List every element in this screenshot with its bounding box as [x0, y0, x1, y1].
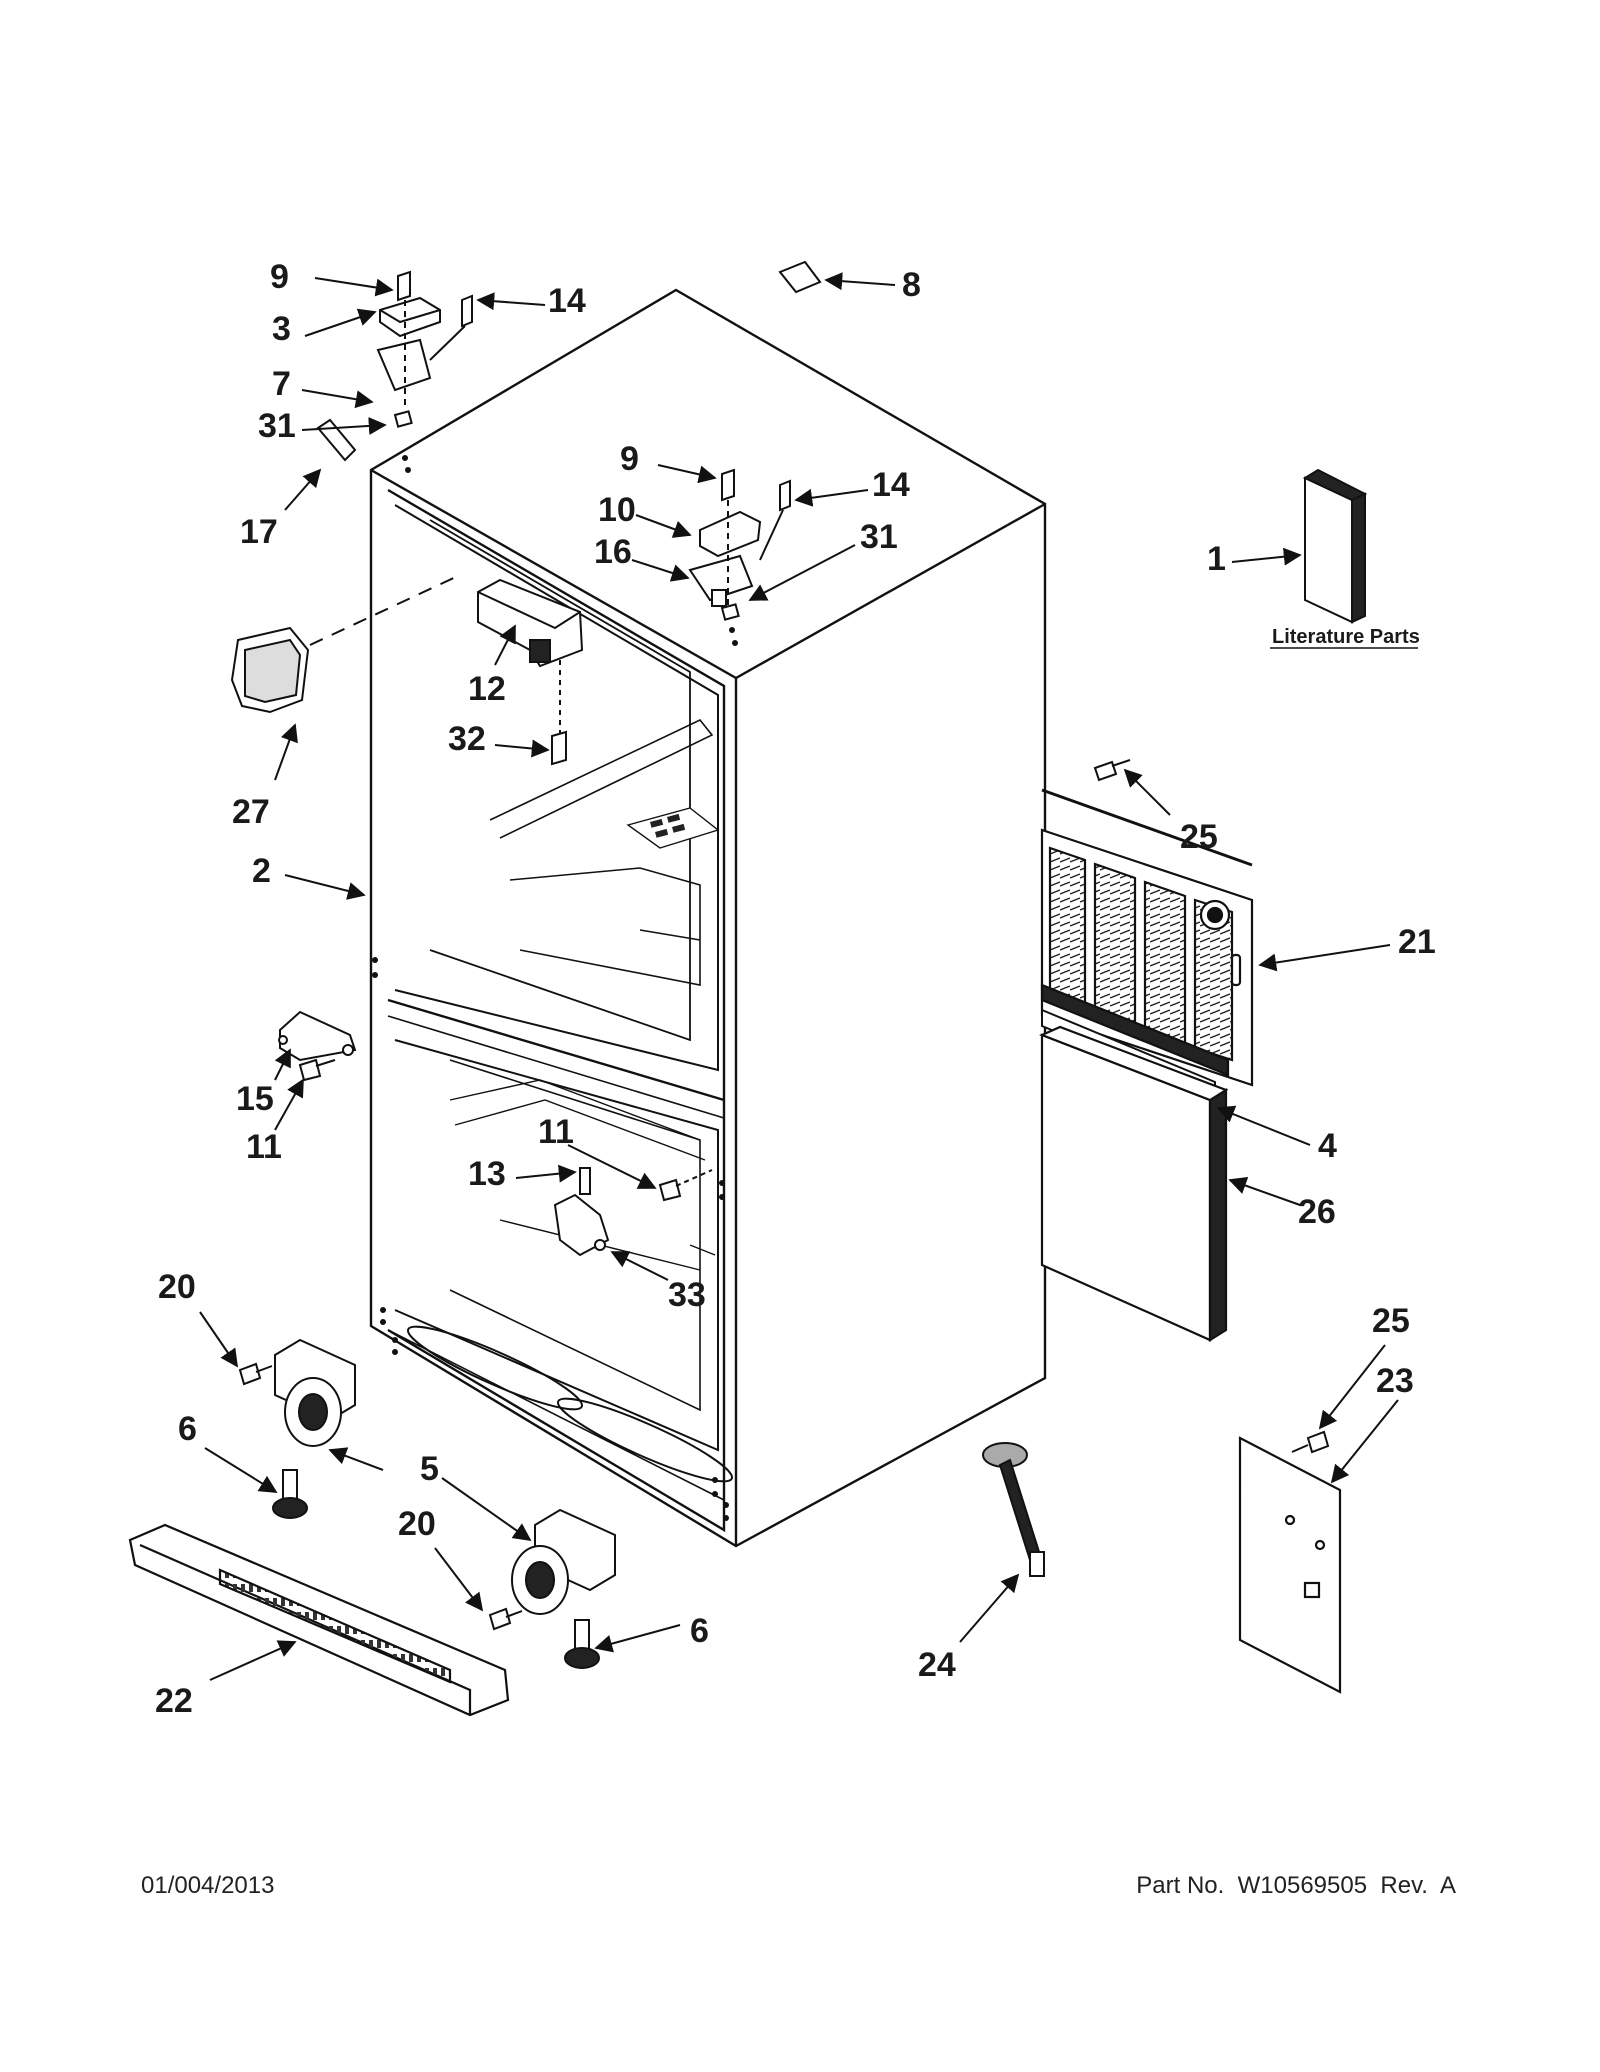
screw-part-25-bottom: [1291, 1430, 1330, 1454]
callout-3: 3: [272, 310, 291, 348]
callout-26: 26: [1298, 1193, 1336, 1231]
callout-14: 14: [548, 282, 586, 320]
panel-part-26: [1039, 1025, 1229, 1342]
callout-8: 8: [902, 266, 921, 304]
air-box-part-12: [477, 578, 584, 766]
top-left-hinge-assembly: [376, 270, 473, 428]
callout-labels: 9 14 3 7 31 17 8 9 14 10 16 31 1 Literat…: [155, 258, 1436, 1720]
rear-grille-panel-21: [1040, 788, 1254, 1087]
callout-5: 5: [420, 1450, 439, 1488]
callout-31: 31: [258, 407, 296, 445]
roller-assembly-right: [488, 1508, 616, 1669]
callout-33: 33: [668, 1276, 706, 1314]
callout-31: 31: [860, 518, 898, 556]
callout-12: 12: [468, 670, 506, 708]
callout-23: 23: [1376, 1362, 1414, 1400]
callout-4: 4: [1318, 1127, 1337, 1165]
label-part-8: [778, 260, 822, 294]
footer-part-number: Part No. W10569505 Rev. A: [1136, 1872, 1456, 1899]
callout-25: 25: [1372, 1302, 1410, 1340]
refrigerator-cabinet: [369, 288, 1047, 1548]
callout-22: 22: [155, 1682, 193, 1720]
screw-part-25-top: [1093, 759, 1131, 782]
callout-25: 25: [1180, 818, 1218, 856]
footer-date: 01/004/2013: [141, 1872, 275, 1899]
callout-16: 16: [594, 533, 632, 571]
callout-6: 6: [178, 1410, 197, 1448]
tube-part-17: [316, 418, 357, 462]
callout-20: 20: [398, 1505, 436, 1543]
callout-17: 17: [240, 513, 278, 551]
callout-14: 14: [872, 466, 910, 504]
callout-21: 21: [1398, 923, 1436, 961]
callout-1: 1: [1207, 540, 1226, 578]
literature-parts-label: Literature Parts: [1272, 626, 1420, 648]
leader-lines: [199, 272, 1399, 1681]
base-grille-part-22: [128, 1523, 510, 1717]
roller-assembly-left: [238, 1338, 356, 1519]
callout-20: 20: [158, 1268, 196, 1306]
callout-2: 2: [252, 852, 271, 890]
callout-11: 11: [538, 1113, 574, 1151]
hinge-part-15: [278, 1010, 357, 1082]
accessory-part-27: [230, 574, 461, 714]
callout-10: 10: [598, 491, 636, 529]
callout-24: 24: [918, 1646, 956, 1684]
callout-9: 9: [270, 258, 289, 296]
callout-7: 7: [272, 365, 291, 403]
hinge-part-33: [553, 1167, 713, 1257]
cover-part-23: [1238, 1436, 1342, 1694]
callout-11: 11: [246, 1128, 282, 1166]
callout-6: 6: [690, 1612, 709, 1650]
callout-15: 15: [236, 1080, 274, 1118]
callout-32: 32: [448, 720, 486, 758]
callout-27: 27: [232, 793, 270, 831]
literature-book-icon: [1302, 468, 1368, 624]
part-24: [982, 1442, 1045, 1577]
callout-9: 9: [620, 440, 639, 478]
callout-13: 13: [468, 1155, 506, 1193]
